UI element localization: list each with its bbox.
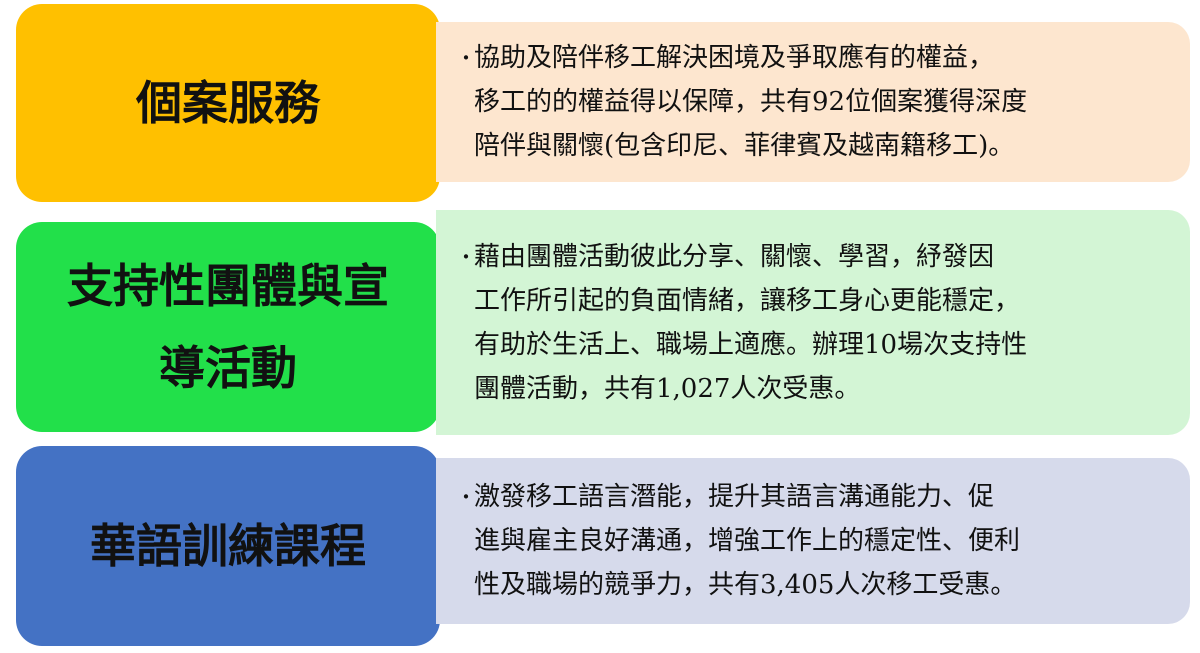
bullet-marker: ・ xyxy=(456,485,476,509)
description-line: ・ 激發移工語言潛能，提升其語言溝通能力、促 xyxy=(456,475,1190,519)
support-group-title-line: 支持性團體與宣 xyxy=(67,259,389,313)
description-line: 性及職場的競爭力，共有3,405人次移工受惠。 xyxy=(474,570,1017,600)
description-line: 有助於生活上、職場上適應。辦理10場次支持性 xyxy=(474,329,1028,360)
description-line: 移工的的權益得以保障，共有92位個案獲得深度 xyxy=(474,87,1028,117)
case-service-title: 個案服務 xyxy=(136,76,320,130)
description-line: ・ 協助及陪伴移工解決困境及爭取應有的權益， xyxy=(456,36,1190,80)
service-row-support-group: 支持性團體與宣 導活動 ・ 藉由團體活動彼此分享、關懷、學習，紓發因 工作所引起… xyxy=(0,208,1200,435)
chinese-training-label: 華語訓練課程 xyxy=(16,446,440,646)
support-group-title-line: 導活動 xyxy=(159,341,297,395)
description-line-text: 藉由團體活動彼此分享、關懷、學習，紓發因 xyxy=(474,241,995,272)
description-line: 進與雇主良好溝通，增強工作上的穩定性、便利 xyxy=(474,526,1021,556)
support-group-label: 支持性團體與宣 導活動 xyxy=(16,222,440,432)
description-line-text: 激發移工語言潛能，提升其語言溝通能力、促 xyxy=(474,482,995,512)
support-group-description-panel: ・ 藉由團體活動彼此分享、關懷、學習，紓發因 工作所引起的負面情緒，讓移工身心更… xyxy=(436,210,1190,435)
description-line: ・ 藉由團體活動彼此分享、關懷、學習，紓發因 xyxy=(456,235,1190,279)
service-row-chinese-training: 華語訓練課程 ・ 激發移工語言潛能，提升其語言溝通能力、促 進與雇主良好溝通，增… xyxy=(0,440,1200,653)
description-line: 工作所引起的負面情緒，讓移工身心更能穩定， xyxy=(474,285,1021,316)
bullet-marker: ・ xyxy=(456,244,476,269)
chinese-training-title: 華語訓練課程 xyxy=(90,519,366,573)
case-service-label: 個案服務 xyxy=(16,4,440,202)
chinese-training-description: ・ 激發移工語言潛能，提升其語言溝通能力、促 進與雇主良好溝通，增強工作上的穩定… xyxy=(456,475,1190,607)
service-row-case: 個案服務 ・ 協助及陪伴移工解決困境及爭取應有的權益， 移工的的權益得以保障，共… xyxy=(0,0,1200,205)
support-group-description: ・ 藉由團體活動彼此分享、關懷、學習，紓發因 工作所引起的負面情緒，讓移工身心更… xyxy=(456,235,1190,411)
description-line: 團體活動，共有1,027人次受惠。 xyxy=(474,373,861,404)
case-service-description: ・ 協助及陪伴移工解決困境及爭取應有的權益， 移工的的權益得以保障，共有92位個… xyxy=(456,36,1190,168)
chinese-training-description-panel: ・ 激發移工語言潛能，提升其語言溝通能力、促 進與雇主良好溝通，增強工作上的穩定… xyxy=(436,458,1190,624)
case-service-description-panel: ・ 協助及陪伴移工解決困境及爭取應有的權益， 移工的的權益得以保障，共有92位個… xyxy=(436,22,1190,182)
description-line: 陪伴與關懷(包含印尼、菲律賓及越南籍移工)。 xyxy=(474,131,1015,161)
bullet-marker: ・ xyxy=(456,46,476,70)
description-line-text: 協助及陪伴移工解決困境及爭取應有的權益， xyxy=(474,43,995,73)
